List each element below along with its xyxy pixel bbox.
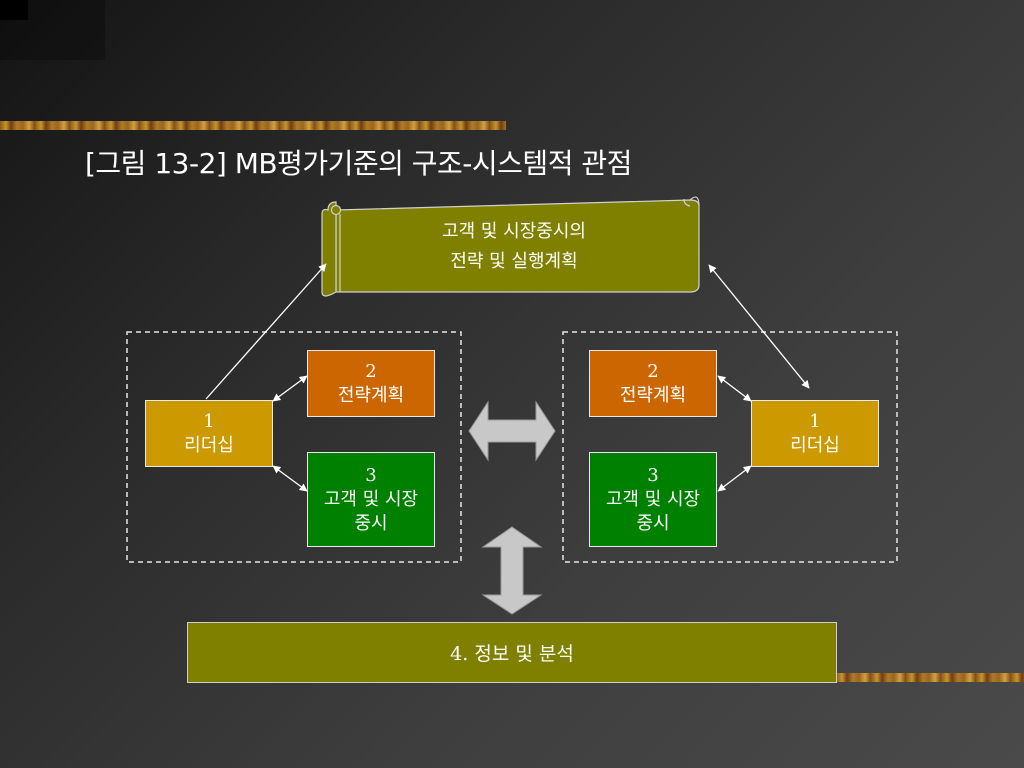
- arrow-left-leadership-strategy: [272, 375, 308, 402]
- right-strategy-box: 2 전략계획: [589, 350, 717, 417]
- left-leadership-label: 리더십: [184, 434, 234, 456]
- right-customer-box: 3 고객 및 시장 중시: [589, 452, 717, 547]
- corner-block: [0, 0, 28, 20]
- horizontal-double-arrow-icon: [468, 400, 556, 462]
- left-customer-label-2: 중시: [354, 512, 388, 534]
- arrow-right-strategy-leadership: [717, 375, 752, 402]
- scroll-line-1: 고객 및 시장중시의: [442, 221, 586, 242]
- slide-title: [그림 13-2] MB평가기준의 구조-시스템적 관점: [85, 147, 632, 180]
- left-strategy-number: 2: [365, 360, 377, 382]
- vertical-double-arrow-icon: [481, 526, 543, 615]
- right-leadership-number: 1: [809, 410, 821, 432]
- right-strategy-number: 2: [647, 360, 659, 382]
- decorative-stripe-top: [0, 121, 506, 130]
- right-leadership-box: 1 리더십: [751, 400, 879, 467]
- right-customer-label-1: 고객 및 시장: [605, 488, 701, 510]
- info-analysis-box: 4. 정보 및 분석: [187, 622, 837, 683]
- right-leadership-label: 리더십: [790, 434, 840, 456]
- arrow-left-leadership-to-scroll: [205, 263, 327, 400]
- info-analysis-label: 4. 정보 및 분석: [450, 643, 574, 665]
- right-strategy-label: 전략계획: [619, 384, 687, 406]
- left-customer-label-1: 고객 및 시장: [323, 488, 419, 510]
- left-customer-number: 3: [365, 464, 377, 486]
- scroll-line-2: 전략 및 실행계획: [450, 251, 578, 272]
- decorative-stripe-bottom: [836, 673, 1024, 682]
- right-customer-label-2: 중시: [636, 512, 670, 534]
- scroll-text: 고객 및 시장중시의 전략 및 실행계획: [340, 214, 688, 280]
- arrow-right-scroll-to-leadership: [708, 264, 810, 389]
- right-customer-number: 3: [647, 464, 659, 486]
- left-group-frame: [126, 331, 462, 563]
- arrow-left-leadership-customer: [272, 465, 308, 492]
- left-customer-box: 3 고객 및 시장 중시: [307, 452, 435, 547]
- arrow-right-customer-leadership: [717, 465, 752, 492]
- left-leadership-box: 1 리더십: [145, 400, 273, 467]
- left-strategy-label: 전략계획: [337, 384, 405, 406]
- scroll-banner: [321, 196, 700, 297]
- left-strategy-box: 2 전략계획: [307, 350, 435, 417]
- left-leadership-number: 1: [203, 410, 215, 432]
